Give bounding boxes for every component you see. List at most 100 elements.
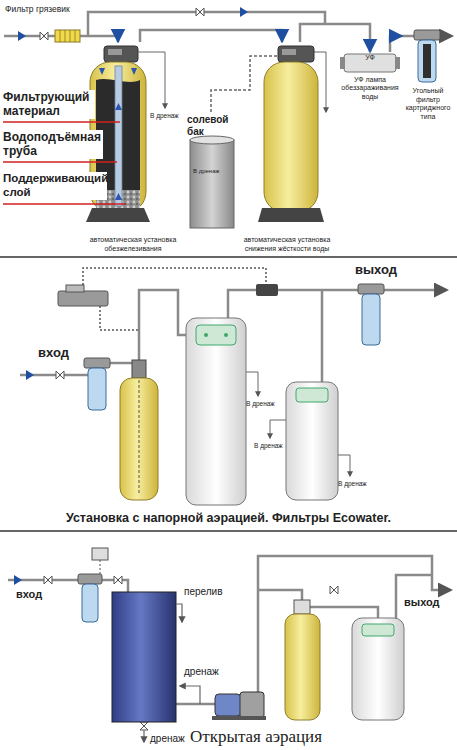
pump	[215, 694, 241, 716]
softener-tank	[294, 600, 310, 614]
cabinet-filter	[204, 333, 208, 337]
sensor	[92, 548, 108, 560]
softener-tank	[282, 49, 296, 55]
inlet-label: вход	[38, 345, 69, 361]
cartridge-filter	[78, 574, 102, 622]
drain-line	[138, 52, 165, 108]
softener-tank	[258, 46, 324, 222]
valve	[56, 371, 64, 379]
carbon-filter: Угольный фильтр картриджного типа	[402, 26, 454, 122]
pipe	[402, 35, 414, 38]
pipe	[258, 590, 302, 600]
valve	[114, 576, 122, 584]
control-box	[256, 284, 278, 296]
mud-filter: Фильтр грязевик	[4, 2, 100, 46]
cartridge-filter	[362, 294, 380, 345]
uv-lamp	[340, 54, 400, 72]
drain-label: В дренаж	[254, 442, 283, 450]
device-caption: автоматическая установка обезжелезивания	[83, 236, 183, 253]
valve	[40, 32, 48, 40]
drain-label: В дренаж	[193, 168, 220, 175]
compressor	[58, 285, 108, 306]
valve	[330, 586, 338, 594]
iron-removal-tank	[108, 49, 122, 55]
cartridge-filter	[88, 368, 106, 410]
cartridge-filter	[84, 358, 110, 368]
softener-tank	[285, 614, 320, 720]
mud-filter	[55, 30, 80, 42]
device-caption: Фильтр грязевик	[5, 4, 99, 14]
aeration-tank	[132, 360, 146, 378]
caption: Установка с напорной аэрацией. Фильтры E…	[0, 511, 457, 526]
pipe	[310, 607, 378, 618]
pipe	[176, 703, 215, 706]
carbon-cartridge	[414, 30, 440, 40]
softener-tank	[285, 600, 320, 720]
outlet-pipe	[440, 35, 451, 38]
softener-tank	[258, 208, 324, 222]
iron-removal-tank	[86, 208, 150, 222]
pipe-connector	[211, 90, 238, 112]
cartridge-filter	[358, 284, 384, 294]
pipe-connector	[100, 36, 118, 42]
separator	[0, 256, 457, 258]
drain-label: В дренаж	[150, 112, 179, 120]
mud-filter	[55, 30, 80, 42]
flow-arrow	[240, 7, 248, 17]
pipe	[88, 12, 325, 36]
overflow-line	[176, 604, 182, 622]
callout-label: Водоподъёмная труба	[3, 130, 103, 159]
pump	[212, 692, 266, 720]
valve	[56, 371, 64, 379]
air-line	[100, 306, 139, 356]
valve	[44, 576, 338, 730]
separator	[0, 530, 457, 532]
softener-unit: автоматическая установка снижения жёстко…	[238, 42, 336, 254]
cabinet-filter	[186, 318, 246, 505]
outlet-label: выход	[404, 596, 440, 609]
brine-line	[238, 56, 278, 90]
pipe	[278, 289, 358, 292]
callout-label: Поддерживающий слой	[3, 172, 107, 200]
compressor	[66, 285, 84, 292]
drain-line	[246, 372, 350, 476]
iron-removal-tank	[104, 46, 138, 62]
pipe-connector	[300, 24, 370, 52]
sensor	[92, 548, 108, 574]
cabinet-filter	[296, 388, 328, 402]
valve	[196, 8, 204, 16]
leader-line	[3, 121, 120, 123]
pipe-connector	[390, 36, 402, 52]
cabinet-filter	[362, 624, 394, 636]
overflow-line	[143, 730, 144, 742]
separator	[0, 257, 457, 531]
flow-arrow	[14, 575, 22, 585]
compressor	[58, 291, 108, 306]
overflow-label: перелив	[184, 586, 223, 598]
flow-arrow	[14, 575, 22, 585]
uv-lamp: УФУФ лампа обеззараживания воды	[340, 52, 400, 102]
aeration-tank	[120, 360, 158, 500]
iron-removal-tank	[115, 66, 122, 206]
outlet-pipe	[440, 35, 451, 38]
pipe	[321, 290, 324, 382]
uv-lamp	[340, 57, 345, 69]
valve	[140, 722, 148, 730]
pipe	[139, 290, 186, 360]
leader-line	[3, 122, 126, 204]
carbon-cartridge	[418, 40, 436, 82]
sensor	[100, 560, 101, 574]
carbon-cartridge	[423, 44, 431, 78]
salt-tank	[190, 136, 234, 228]
cabinet-filter	[224, 333, 228, 337]
salt-tank	[190, 136, 234, 144]
pump	[212, 716, 266, 720]
overflow-line	[180, 686, 200, 704]
pump	[240, 692, 264, 718]
pipe	[80, 35, 100, 38]
inlet-label: вход	[16, 588, 42, 601]
outlet-label: выход	[355, 262, 397, 278]
cabinet-filter	[286, 382, 338, 500]
device-caption: УФ лампа обеззараживания воды	[341, 76, 399, 101]
salt-tank	[190, 140, 234, 228]
